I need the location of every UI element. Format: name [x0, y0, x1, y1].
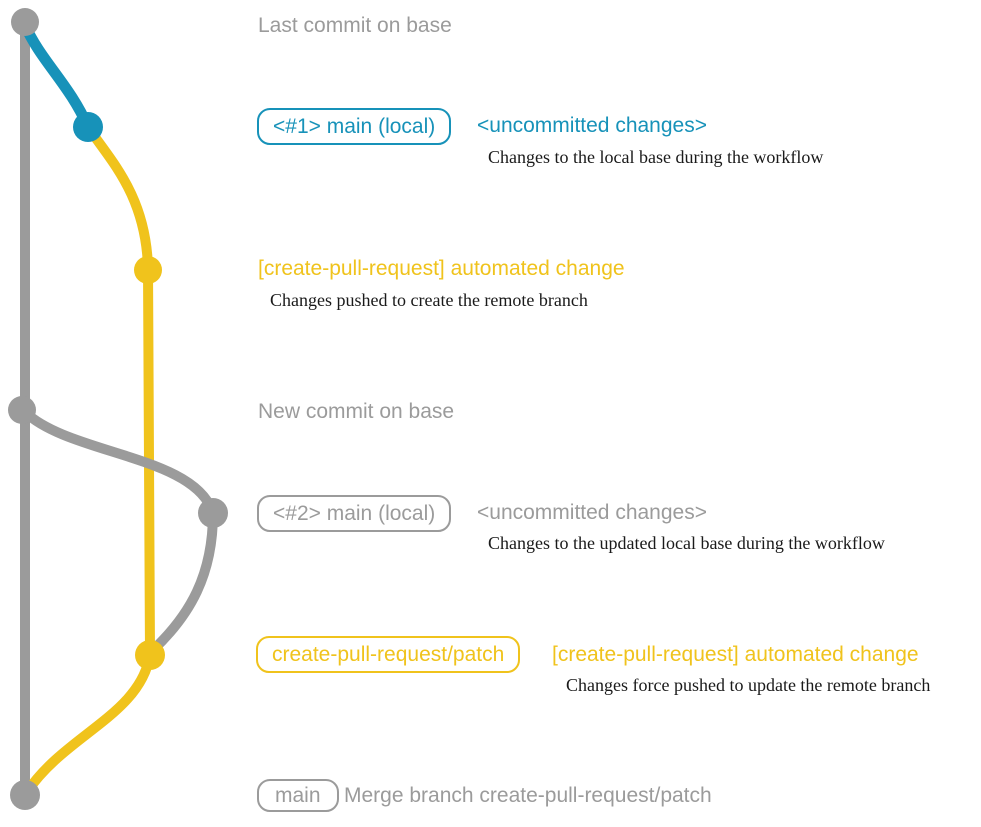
patch-branch-curve-top: [83, 122, 153, 273]
annotation-uncommitted-changes-1: <uncommitted changes>: [477, 114, 707, 137]
local-main-curve: [19, 19, 94, 133]
branch-badge-main-local-1: <#1> main (local): [257, 108, 452, 145]
annotation-uncommitted-changes-2: <uncommitted changes>: [477, 501, 707, 524]
commit-dot-last-base: [11, 8, 39, 36]
branch-badge-create-pull-request-patch: create-pull-request/patch: [256, 636, 521, 673]
commit-dot-uncommitted-1: [73, 112, 103, 142]
merge-curve: [22, 650, 155, 797]
branch-badge-label: <#2> main (local): [273, 502, 436, 525]
rebase-curve-in: [148, 508, 218, 655]
annotation-automated-change-1: [create-pull-request] automated change: [258, 257, 625, 280]
caption-automated-change-1: Changes pushed to create the remote bran…: [270, 290, 588, 310]
caption-automated-change-2: Changes force pushed to update the remot…: [566, 675, 931, 695]
branch-badge-main: main: [257, 779, 339, 812]
annotation-new-commit-on-base: New commit on base: [258, 400, 455, 423]
annotation-automated-change-2: [create-pull-request] automated change: [552, 643, 919, 666]
commit-dot-merge: [10, 780, 40, 810]
branch-badge-main-local-2: <#2> main (local): [257, 495, 452, 532]
commit-dot-uncommitted-2: [198, 498, 228, 528]
git-graph: [8, 8, 228, 810]
branch-badge-label: create-pull-request/patch: [272, 643, 505, 666]
annotation-last-commit-on-base: Last commit on base: [258, 14, 452, 37]
branch-badge-label: main: [275, 784, 321, 807]
rebase-curve-out: [20, 407, 218, 518]
caption-uncommitted-changes-2: Changes to the updated local base during…: [488, 533, 885, 553]
commit-dot-automated-1: [134, 256, 162, 284]
commit-dot-automated-2: [135, 640, 165, 670]
commit-dot-new-base: [8, 396, 36, 424]
caption-uncommitted-changes-1: Changes to the local base during the wor…: [488, 147, 824, 167]
annotation-merge-branch: Merge branch create-pull-request/patch: [344, 784, 712, 807]
branch-badge-label: <#1> main (local): [273, 115, 436, 138]
